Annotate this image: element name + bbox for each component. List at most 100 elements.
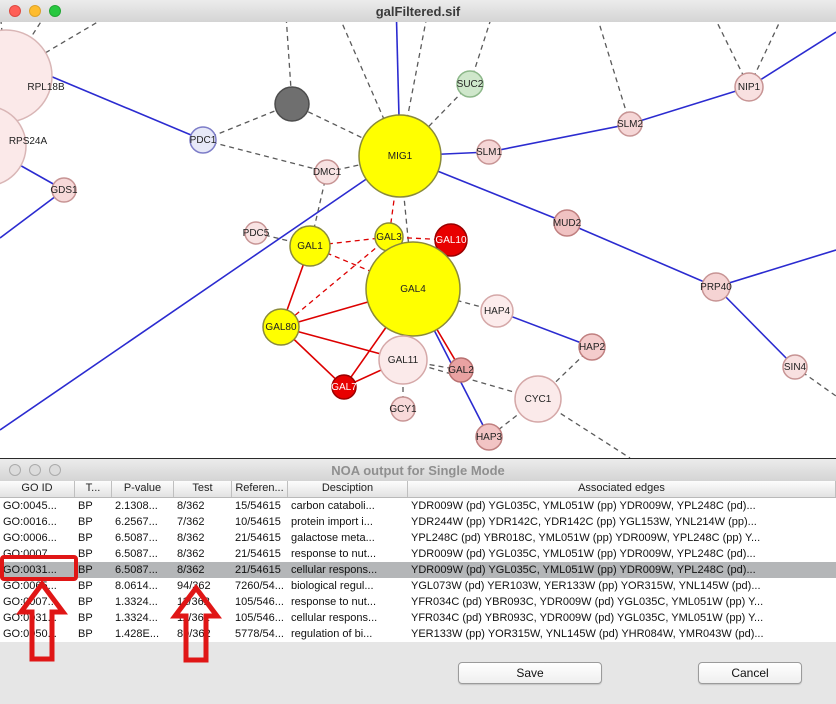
cell-reference: 105/546... — [235, 612, 284, 624]
cell-go_id: GO:0007... — [3, 548, 57, 560]
column-header-description[interactable]: Desciption — [288, 481, 408, 497]
node-label-hap3: HAP3 — [476, 432, 503, 443]
cell-test: 8/362 — [177, 500, 205, 512]
zoom-button[interactable] — [49, 464, 61, 476]
network-node-pdc1[interactable] — [189, 126, 217, 154]
network-edge — [202, 139, 328, 173]
network-node-gal11[interactable] — [378, 335, 428, 385]
network-node-gal80[interactable] — [262, 308, 300, 346]
cell-go_id: GO:0031... — [3, 564, 57, 576]
network-node-hap4[interactable] — [480, 294, 514, 328]
cell-description: cellular respons... — [291, 564, 378, 576]
node-label-cyc1: CYC1 — [525, 394, 552, 405]
cell-description: response to nut... — [291, 596, 376, 608]
cell-description: response to nut... — [291, 548, 376, 560]
network-node-mud2[interactable] — [553, 209, 581, 237]
network-node-nip1[interactable] — [734, 72, 764, 102]
network-node-rpl18b[interactable] — [0, 29, 53, 123]
cancel-button[interactable]: Cancel — [698, 662, 802, 684]
cell-assoc_edges: YDR009W (pd) YGL035C, YML051W (pp) YDR00… — [411, 548, 756, 560]
node-label-slm2: SLM2 — [617, 119, 644, 130]
cell-reference: 21/54615 — [235, 532, 281, 544]
network-node-cyc1[interactable] — [514, 375, 562, 423]
network-node-sin4[interactable] — [782, 354, 808, 380]
network-node-gal10[interactable] — [434, 223, 468, 257]
minimize-button[interactable] — [29, 5, 41, 17]
network-node-gray1[interactable] — [274, 86, 310, 122]
node-label-rps24a: RPS24A — [9, 136, 48, 147]
column-header-go_id[interactable]: GO ID — [0, 481, 75, 497]
column-header-reference[interactable]: Referen... — [232, 481, 288, 497]
cell-go_id: GO:0045... — [3, 500, 57, 512]
cell-assoc_edges: YER133W (pp) YOR315W, YNL145W (pd) YHR08… — [411, 628, 764, 640]
column-header-test[interactable]: Test — [174, 481, 232, 497]
column-header-type[interactable]: T... — [75, 481, 112, 497]
cell-p_value: 8.0614... — [115, 580, 158, 592]
network-node-dmc1[interactable] — [314, 159, 340, 185]
column-header-assoc_edges[interactable]: Associated edges — [408, 481, 836, 497]
network-edge — [748, 31, 836, 88]
network-node-gal2[interactable] — [448, 357, 474, 383]
node-label-pdc5: PDC5 — [243, 228, 270, 239]
node-label-sin4: SIN4 — [784, 362, 807, 373]
network-node-gal7[interactable] — [331, 374, 357, 400]
cell-test: 8/362 — [177, 564, 205, 576]
network-canvas[interactable]: RPL18BRPS24AGDS1PDC1DMC1MIG1SUC2SLM1SLM2… — [0, 22, 836, 458]
network-node-prp40[interactable] — [701, 272, 731, 302]
network-node-gal1[interactable] — [289, 225, 331, 267]
network-node-gcy1[interactable] — [390, 396, 416, 422]
network-node-hap2[interactable] — [578, 333, 606, 361]
node-label-gal2: GAL2 — [448, 365, 474, 376]
noa-window-title: NOA output for Single Mode — [331, 462, 505, 478]
node-label-hap2: HAP2 — [579, 342, 606, 353]
network-node-suc2[interactable] — [456, 70, 484, 98]
close-button[interactable] — [9, 464, 21, 476]
network-node-gal4[interactable] — [365, 241, 461, 337]
cell-p_value: 1.3324... — [115, 612, 158, 624]
node-label-mig1: MIG1 — [388, 151, 413, 162]
save-button[interactable]: Save — [458, 662, 602, 684]
minimize-button[interactable] — [29, 464, 41, 476]
network-node-rps24a[interactable] — [0, 106, 27, 186]
column-header-p_value[interactable]: P-value — [112, 481, 174, 497]
node-label-gal80: GAL80 — [265, 322, 297, 333]
network-edge — [748, 22, 781, 88]
node-label-gal11: GAL11 — [388, 355, 419, 366]
network-node-slm2[interactable] — [617, 111, 643, 137]
cell-p_value: 6.5087... — [115, 532, 158, 544]
network-node-hap3[interactable] — [475, 423, 503, 451]
cell-reference: 21/54615 — [235, 564, 281, 576]
network-node-slm1[interactable] — [476, 139, 502, 165]
network-window-titlebar[interactable]: galFiltered.sif — [0, 0, 836, 23]
network-node-mig1[interactable] — [358, 114, 442, 198]
cell-assoc_edges: YFR034C (pd) YBR093C, YDR009W (pd) YGL03… — [411, 596, 764, 608]
zoom-button[interactable] — [49, 5, 61, 17]
cell-type: BP — [78, 564, 93, 576]
close-button[interactable] — [9, 5, 21, 17]
cell-reference: 105/546... — [235, 596, 284, 608]
cell-assoc_edges: YGL073W (pd) YER103W, YER133W (pp) YOR31… — [411, 580, 761, 592]
network-edge — [566, 222, 717, 288]
node-label-gds1: GDS1 — [50, 185, 78, 196]
node-label-suc2: SUC2 — [457, 79, 484, 90]
network-node-gds1[interactable] — [51, 177, 77, 203]
network-node-pdc5[interactable] — [244, 221, 268, 245]
network-edge — [598, 22, 631, 125]
cell-test: 8/362 — [177, 532, 205, 544]
node-label-prp40: PRP40 — [700, 282, 732, 293]
network-edge — [5, 22, 99, 77]
cell-p_value: 1.428E... — [115, 628, 160, 640]
noa-window-titlebar[interactable]: NOA output for Single Mode — [0, 459, 836, 482]
